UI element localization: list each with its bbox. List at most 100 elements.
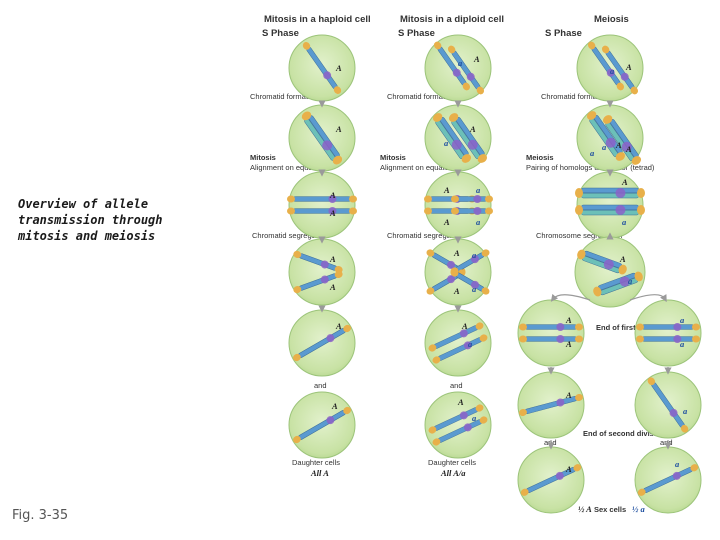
- result-haploid: All A: [310, 468, 329, 478]
- telomere: [349, 208, 357, 215]
- column-phase-diploid: S Phase: [398, 28, 435, 39]
- cell-meiosis-tetrad: [575, 172, 645, 238]
- allele-label-dominant: A: [335, 124, 342, 134]
- label-meiosis-3: Meiosis: [526, 153, 554, 162]
- label-and-3: and: [544, 438, 557, 447]
- column-title-haploid: Mitosis in a haploid cell: [264, 14, 371, 25]
- telomere: [451, 196, 459, 203]
- centromere: [615, 188, 625, 198]
- allele-label-dominant: A: [565, 315, 572, 325]
- allele-label-dominant: A: [329, 208, 336, 218]
- allele-label-dominant: A: [619, 254, 626, 264]
- allele-label-dominant: A: [615, 140, 622, 150]
- allele-label-dominant: A: [331, 401, 338, 411]
- chromosome: [575, 205, 645, 215]
- chromatid: [525, 325, 577, 330]
- cell-haploid-s-phase: [289, 35, 355, 101]
- chromatid: [457, 209, 487, 214]
- allele-label-dominant: A: [335, 63, 342, 73]
- telomere: [636, 336, 644, 343]
- cell-diploid-daughter-1: [425, 310, 491, 376]
- allele-label-dominant: A: [621, 177, 628, 187]
- column-phase-meiosis: S Phase: [545, 28, 582, 39]
- sex-cells-half-A: ½ A: [578, 504, 592, 514]
- allele-label-dominant: A: [565, 464, 572, 474]
- allele-label-dominant: A: [335, 321, 342, 331]
- allele-label-dominant: A: [461, 321, 468, 331]
- allele-label-dominant: A: [565, 390, 572, 400]
- cell-meiosis-second-a-2: [635, 447, 701, 513]
- telomere: [575, 324, 583, 331]
- telomere: [575, 336, 583, 343]
- cell-meiosis-first-division-a: [635, 300, 701, 366]
- chromosome: [575, 188, 645, 198]
- telomere: [519, 324, 527, 331]
- cell-membrane: [425, 172, 491, 238]
- label-and-2: and: [450, 381, 463, 390]
- centromere: [473, 195, 481, 203]
- label-mitosis-2: Mitosis: [380, 153, 406, 162]
- allele-label-dominant: A: [443, 185, 450, 195]
- telomere: [637, 188, 645, 198]
- column-title-diploid: Mitosis in a diploid cell: [400, 14, 504, 25]
- chromatid: [581, 188, 639, 193]
- allele-label-dominant: A: [565, 339, 572, 349]
- cell-meiosis-second-A-1: [518, 372, 584, 438]
- allele-label-dominant: A: [329, 254, 336, 264]
- allele-label-dominant: A: [453, 248, 460, 258]
- telomere: [424, 208, 432, 215]
- telomere: [349, 196, 357, 203]
- cell-diploid-chromatid: [425, 105, 491, 171]
- centromere: [556, 335, 564, 343]
- telomere: [692, 336, 700, 343]
- cell-membrane: [289, 239, 355, 305]
- allele-label-dominant: A: [469, 124, 476, 134]
- allele-label-dominant: A: [457, 397, 464, 407]
- label-and-4: and: [660, 438, 673, 447]
- cell-diploid-alignment: [424, 172, 493, 238]
- chromatid: [293, 197, 351, 202]
- cell-membrane: [518, 300, 584, 366]
- cell-haploid-daughter-2: [289, 392, 355, 458]
- chromatid: [293, 209, 351, 214]
- telomere: [424, 196, 432, 203]
- chromatid: [581, 205, 639, 210]
- cell-meiosis-second-a-1: [635, 372, 701, 438]
- cell-meiosis-second-A-2: [518, 447, 584, 513]
- centromere: [615, 205, 625, 215]
- chromatid: [642, 337, 694, 342]
- telomere: [637, 205, 645, 215]
- telomere: [287, 196, 295, 203]
- telomere: [575, 188, 583, 198]
- chromatid: [581, 210, 639, 215]
- telomere: [451, 208, 459, 215]
- sex-cells-half-a: ½ a: [632, 504, 646, 514]
- allele-label-dominant: A: [329, 190, 336, 200]
- centromere: [556, 323, 564, 331]
- column-phase-haploid: S Phase: [262, 28, 299, 39]
- chromatid: [642, 325, 694, 330]
- cell-membrane: [575, 237, 645, 307]
- cell-membrane: [289, 172, 355, 238]
- cell-haploid-daughter-1: [289, 310, 355, 376]
- telomere: [692, 324, 700, 331]
- label-mitosis-1: Mitosis: [250, 153, 276, 162]
- chromatid: [581, 193, 639, 198]
- telomere: [485, 196, 493, 203]
- allele-label-dominant: A: [473, 54, 480, 64]
- result-diploid: All A/a: [440, 468, 466, 478]
- label-sex-cells: Sex cells: [594, 505, 626, 514]
- allele-label-dominant: A: [453, 286, 460, 296]
- telomere: [287, 208, 295, 215]
- telomere: [575, 205, 583, 215]
- cell-meiosis-first-division-A: [518, 300, 584, 366]
- cell-meiosis-segregation: [575, 237, 645, 307]
- cell-haploid-chromatid: [289, 105, 355, 171]
- telomere: [519, 336, 527, 343]
- cell-haploid-segregation: [289, 239, 355, 305]
- telomere: [636, 324, 644, 331]
- label-and-1: and: [314, 381, 327, 390]
- column-title-meiosis: Meiosis: [594, 14, 629, 25]
